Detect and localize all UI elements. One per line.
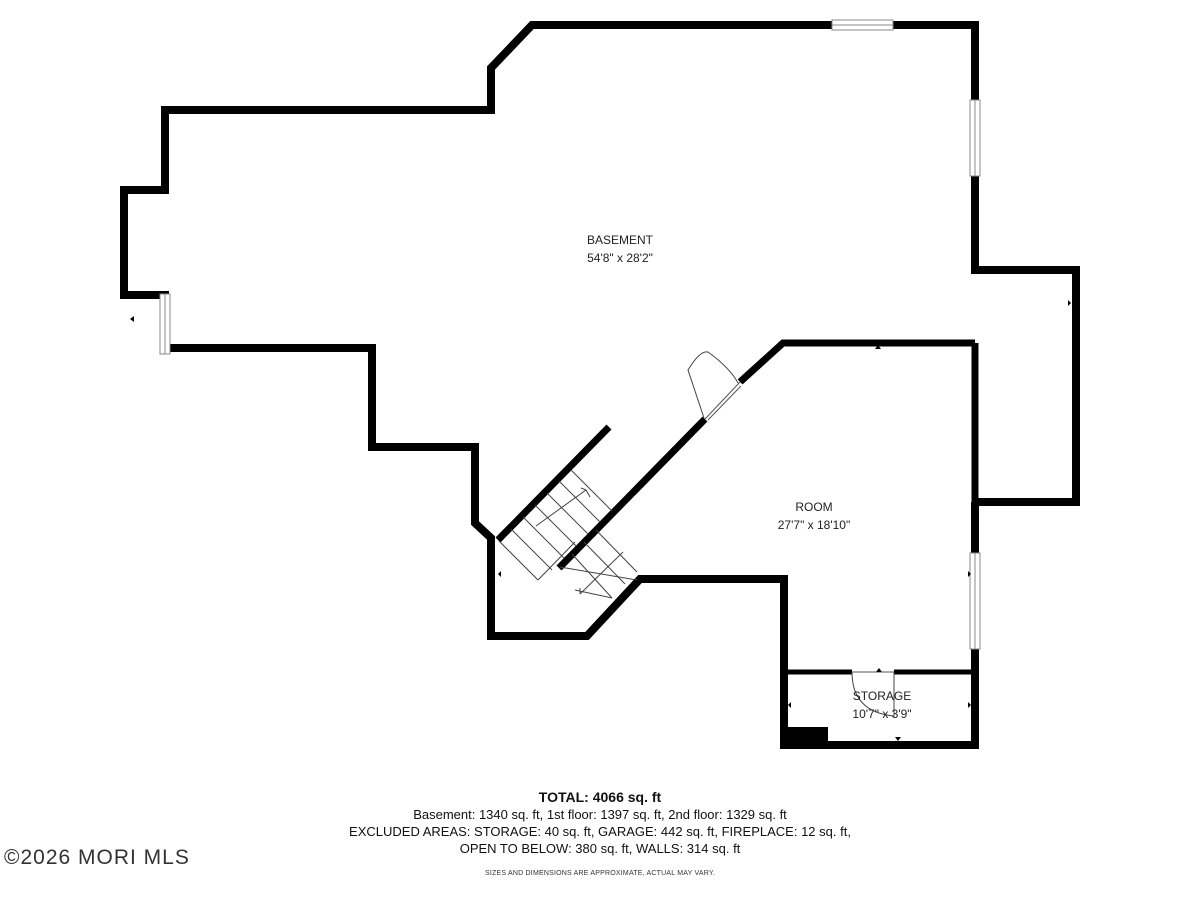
room-dimensions: 54'8" x 28'2" bbox=[587, 251, 653, 265]
room-diagonal-wall bbox=[556, 416, 708, 571]
staircase bbox=[498, 469, 638, 599]
dimension-markers bbox=[130, 300, 1071, 741]
door-swing bbox=[687, 351, 739, 419]
area-summary: TOTAL: 4066 sq. ft Basement: 1340 sq. ft… bbox=[0, 789, 1200, 857]
room-label-room: ROOM 27'7" x 18'10" bbox=[734, 498, 894, 534]
basement-outer-wall bbox=[120, 21, 1080, 506]
room-dimensions: 27'7" x 18'10" bbox=[777, 518, 851, 532]
room-label-storage: STORAGE 10'7" x 3'9" bbox=[802, 687, 962, 723]
floor-breakdown: Basement: 1340 sq. ft, 1st floor: 1397 s… bbox=[413, 807, 787, 822]
excluded-areas: EXCLUDED AREAS: STORAGE: 40 sq. ft, GARA… bbox=[349, 824, 851, 839]
room-name: STORAGE bbox=[852, 689, 912, 703]
disclaimer: SIZES AND DIMENSIONS ARE APPROXIMATE, AC… bbox=[485, 870, 715, 877]
room-name: ROOM bbox=[795, 500, 833, 514]
total-area: TOTAL: 4066 sq. ft bbox=[538, 789, 662, 805]
room-dimensions: 10'7" x 3'9" bbox=[852, 707, 912, 721]
storage-fireplace-block bbox=[784, 727, 828, 745]
room-wall bbox=[737, 339, 975, 385]
excluded-areas-cont: OPEN TO BELOW: 380 sq. ft, WALLS: 314 sq… bbox=[459, 841, 741, 856]
room-label-basement: BASEMENT 54'8" x 28'2" bbox=[540, 231, 700, 267]
mls-watermark: ©2026 MORI MLS bbox=[4, 846, 190, 869]
room-name: BASEMENT bbox=[586, 233, 653, 247]
stair-rail-wall bbox=[495, 424, 612, 543]
